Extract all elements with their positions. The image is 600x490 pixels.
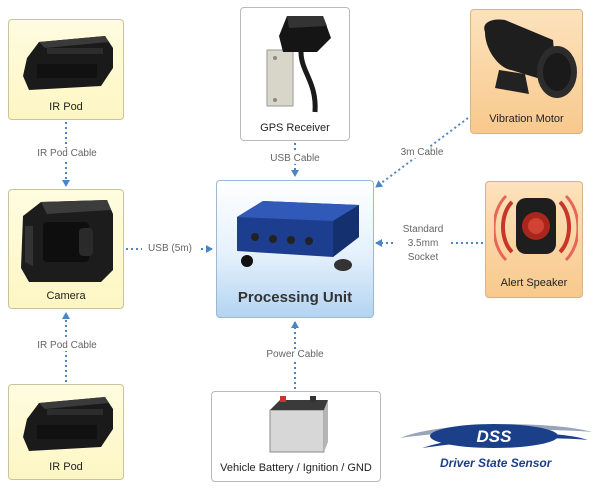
power-cable-label: Power Cable	[260, 349, 330, 360]
gps-receiver-icon	[266, 16, 331, 113]
processing-unit-icon	[237, 201, 359, 271]
vibration-cable-label: 3m Cable	[394, 147, 450, 158]
ir-bottom-cable-label: IR Pod Cable	[22, 340, 112, 351]
ir-pod-bottom-label: IR Pod	[49, 461, 83, 473]
dss-tagline: Driver State Sensor	[440, 456, 552, 470]
alert-label: Alert Speaker	[500, 277, 568, 289]
vibration-motor-icon	[484, 19, 577, 98]
vibration-connector	[375, 117, 469, 188]
ir-pod-icon	[23, 397, 113, 451]
camera-icon	[21, 200, 113, 282]
ir-pod-icon	[23, 36, 113, 90]
battery-label: Vehicle Battery / Ignition / GND	[220, 462, 372, 474]
alert-cable-line2: 3.5mm	[407, 238, 439, 249]
ir-pod-top-label: IR Pod	[49, 101, 83, 113]
alert-speaker-icon	[494, 194, 578, 262]
battery-box: Vehicle Battery / Ignition / GND	[211, 391, 381, 482]
processing-unit-box: Processing Unit	[216, 180, 374, 318]
alert-cable-line3: Socket	[407, 252, 439, 263]
ir-pod-bottom-box: IR Pod	[8, 384, 124, 480]
usb5m-cable-label: USB (5m)	[142, 243, 198, 254]
vibration-label: Vibration Motor	[489, 113, 564, 125]
ir-pod-top-box: IR Pod	[8, 19, 124, 120]
camera-label: Camera	[46, 290, 86, 302]
processing-unit-label: Processing Unit	[237, 289, 353, 306]
gps-usb-cable-label: USB Cable	[262, 153, 328, 164]
gps-label: GPS Receiver	[260, 122, 330, 134]
ir-top-cable-label: IR Pod Cable	[22, 148, 112, 159]
gps-receiver-box: GPS Receiver	[240, 7, 350, 141]
battery-icon	[269, 396, 328, 453]
alert-cable-label: Standard 3.5mm Socket	[396, 223, 450, 265]
alert-cable-line1: Standard	[402, 224, 444, 235]
dss-logo-mark: DSS	[477, 427, 513, 446]
alert-speaker-box: Alert Speaker	[485, 181, 583, 298]
vibration-motor-box: Vibration Motor	[470, 9, 583, 134]
dss-logo-icon: DSS	[400, 424, 592, 448]
camera-box: Camera	[8, 189, 124, 309]
